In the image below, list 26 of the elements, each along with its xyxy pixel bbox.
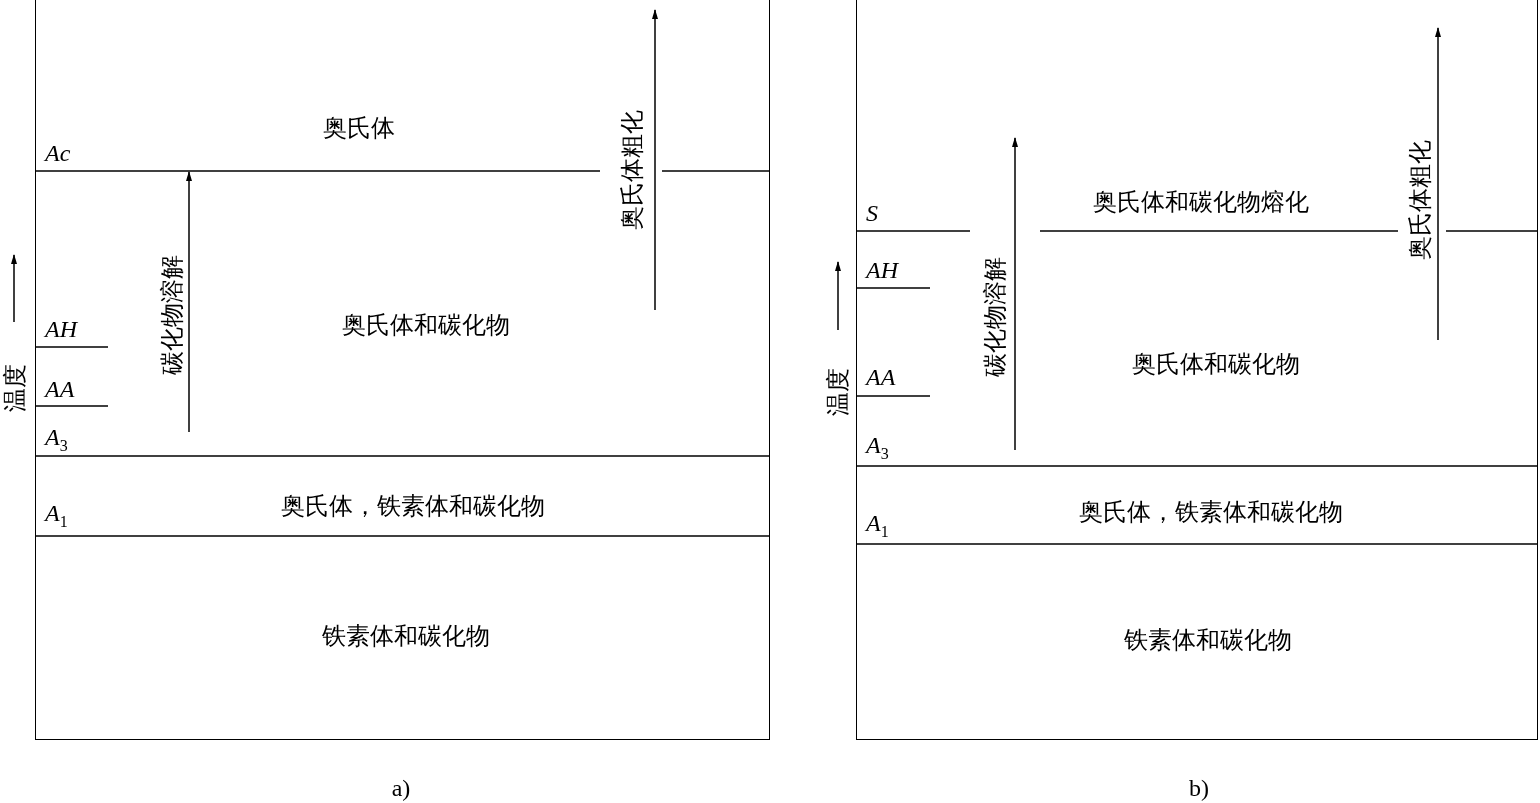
region-label: 铁素体和碳化物 xyxy=(1124,626,1292,654)
rotated-label: 温度 xyxy=(1,364,29,412)
line-label: S xyxy=(866,200,878,227)
line-label: A$_{1}$ xyxy=(45,500,68,531)
region-label: 奥氏体 xyxy=(323,114,395,142)
rotated-label: 奥氏体粗化 xyxy=(618,110,646,230)
rotated-label: 碳化物溶解 xyxy=(158,255,186,375)
panel-caption: a) xyxy=(391,774,411,802)
line-label: AA xyxy=(866,364,896,391)
line-label: AH xyxy=(45,316,77,343)
line-label: A$_{3}$ xyxy=(866,432,889,463)
region-label: 奥氏体，铁素体和碳化物 xyxy=(1079,498,1343,526)
line-label: A$_{3}$ xyxy=(45,424,68,455)
region-label: 奥氏体和碳化物熔化 xyxy=(1093,188,1309,216)
line-label: AA xyxy=(45,376,75,403)
region-label: 奥氏体，铁素体和碳化物 xyxy=(281,492,545,520)
line-label: AH xyxy=(866,257,898,284)
rotated-label: 奥氏体粗化 xyxy=(1406,140,1434,260)
rotated-label: 温度 xyxy=(824,368,852,416)
region-label: 奥氏体和碳化物 xyxy=(342,311,510,339)
rotated-label: 碳化物溶解 xyxy=(981,257,1009,377)
panel-caption: b) xyxy=(1189,774,1209,802)
region-label: 奥氏体和碳化物 xyxy=(1132,350,1300,378)
line-label: A$_{1}$ xyxy=(866,510,889,541)
region-label: 铁素体和碳化物 xyxy=(322,622,490,650)
line-label: Ac xyxy=(45,140,71,167)
